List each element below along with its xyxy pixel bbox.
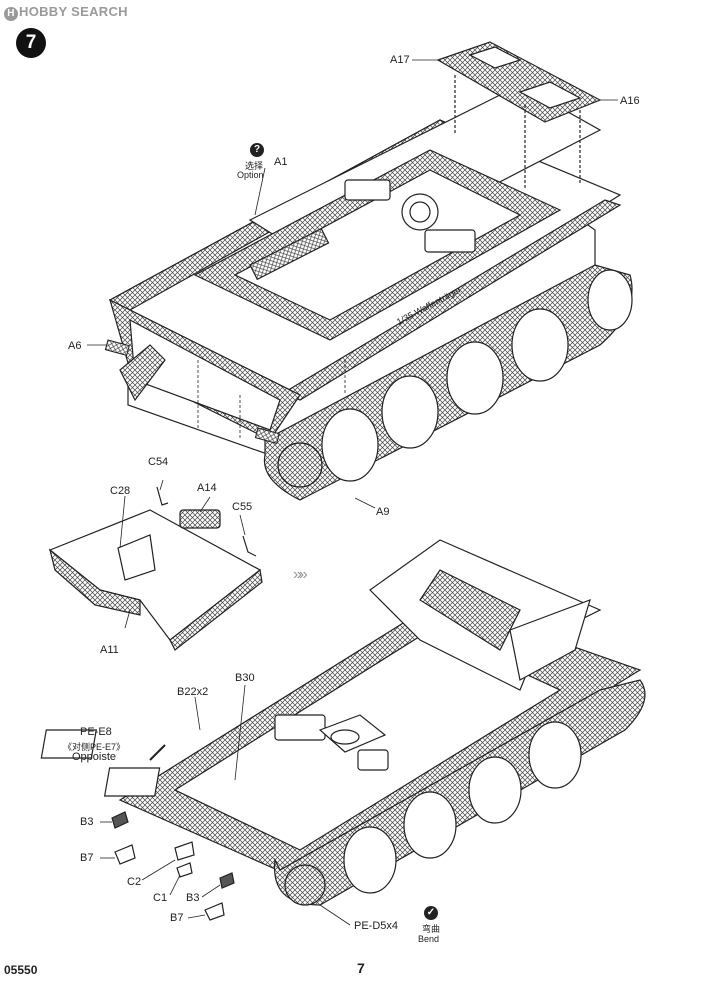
- label-b3-bottom: B3: [186, 892, 200, 904]
- upper-leader-lines: [87, 59, 618, 509]
- label-a17: A17: [390, 54, 410, 66]
- upper-hull-assembly: [108, 84, 622, 456]
- middle-leader-lines: [119, 479, 246, 629]
- bend-icon: ✓: [424, 906, 438, 920]
- lower-leader-lines: [100, 684, 351, 926]
- fighting-compartment-a11: [48, 486, 263, 651]
- question-icon: ?: [250, 143, 264, 157]
- step-number-badge: 7: [16, 28, 46, 58]
- label-pe-e8: PE-E8: [80, 726, 112, 738]
- label-c28: C28: [110, 485, 131, 497]
- label-a14: A14: [197, 482, 217, 494]
- label-b3-top: B3: [80, 816, 94, 828]
- label-b22x2: B22x2: [177, 686, 209, 698]
- label-c2: C2: [127, 876, 142, 888]
- label-pe-e7-chinese: 《对侧PE-E7》: [63, 742, 126, 752]
- part-a6-pair: [254, 427, 280, 444]
- upper-track-and-road-wheels: [119, 264, 633, 501]
- product-code: 05550: [4, 963, 38, 977]
- sequence-arrow-icon: »»: [293, 566, 308, 583]
- engine-deck-plates-a17-a16: [436, 41, 602, 190]
- bend-note-chinese: 弯曲: [422, 924, 441, 934]
- label-b30: B30: [235, 672, 255, 684]
- lower-hull-assembly: [40, 539, 646, 921]
- part-a14: [179, 509, 221, 529]
- label-c55: C55: [232, 501, 253, 513]
- label-c1: C1: [153, 892, 168, 904]
- label-b7-top: B7: [80, 852, 94, 864]
- bend-note-english: Bend: [418, 934, 440, 944]
- label-pe-d5x4: PE-D5x4: [354, 920, 399, 932]
- option-note-english: Option: [237, 170, 264, 180]
- hobby-search-logo-icon: H: [4, 7, 18, 21]
- label-a16: A16: [620, 95, 640, 107]
- label-a9: A9: [376, 506, 390, 518]
- part-a6: [104, 339, 130, 356]
- label-opposite: Oppoiste: [72, 751, 117, 763]
- label-b7-bottom: B7: [170, 912, 184, 924]
- option-note-chinese: 选择: [245, 161, 264, 171]
- page-number: 7: [357, 960, 365, 976]
- label-a1: A1: [274, 156, 288, 168]
- label-a6: A6: [68, 340, 82, 352]
- label-a11: A11: [100, 644, 119, 656]
- label-c54: C54: [148, 456, 169, 468]
